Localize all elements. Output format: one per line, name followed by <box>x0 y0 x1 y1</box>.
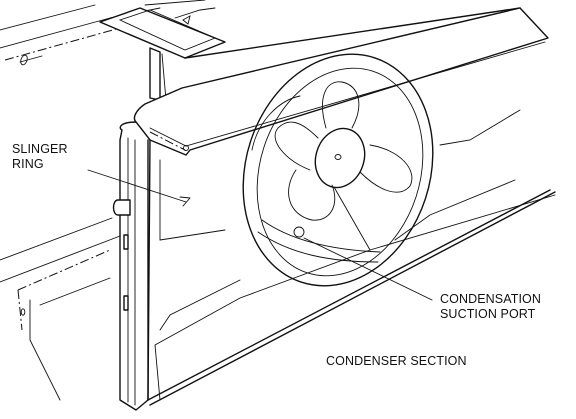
fan-hub <box>314 127 366 189</box>
housing <box>112 7 556 411</box>
top-bracket <box>99 7 226 101</box>
slinger-ring-label: SLINGER RING <box>12 142 68 171</box>
fan-blade <box>322 81 360 129</box>
fan-blade <box>274 121 319 171</box>
condensation-suction-port-label: CONDENSATION SUCTION PORT <box>440 292 541 321</box>
slinger-ring-inner <box>256 67 424 277</box>
fan-blade <box>288 169 336 221</box>
slinger-ring-leader <box>87 169 187 203</box>
suction-port-leader <box>303 237 433 301</box>
suction-port <box>293 226 305 238</box>
fan-rim-line <box>257 231 379 263</box>
condenser-section-label: CONDENSER SECTION <box>326 354 467 368</box>
hub-shaft <box>334 154 342 160</box>
fan-blade <box>359 144 413 193</box>
base-edge <box>149 191 556 406</box>
slinger-ring-fan <box>242 53 434 287</box>
lower-left-duct <box>0 217 121 401</box>
fan-rim-line <box>251 95 301 151</box>
leader-arrowhead <box>179 196 191 207</box>
fan-rim-line <box>261 219 381 253</box>
slinger-ring-outer <box>242 53 434 287</box>
